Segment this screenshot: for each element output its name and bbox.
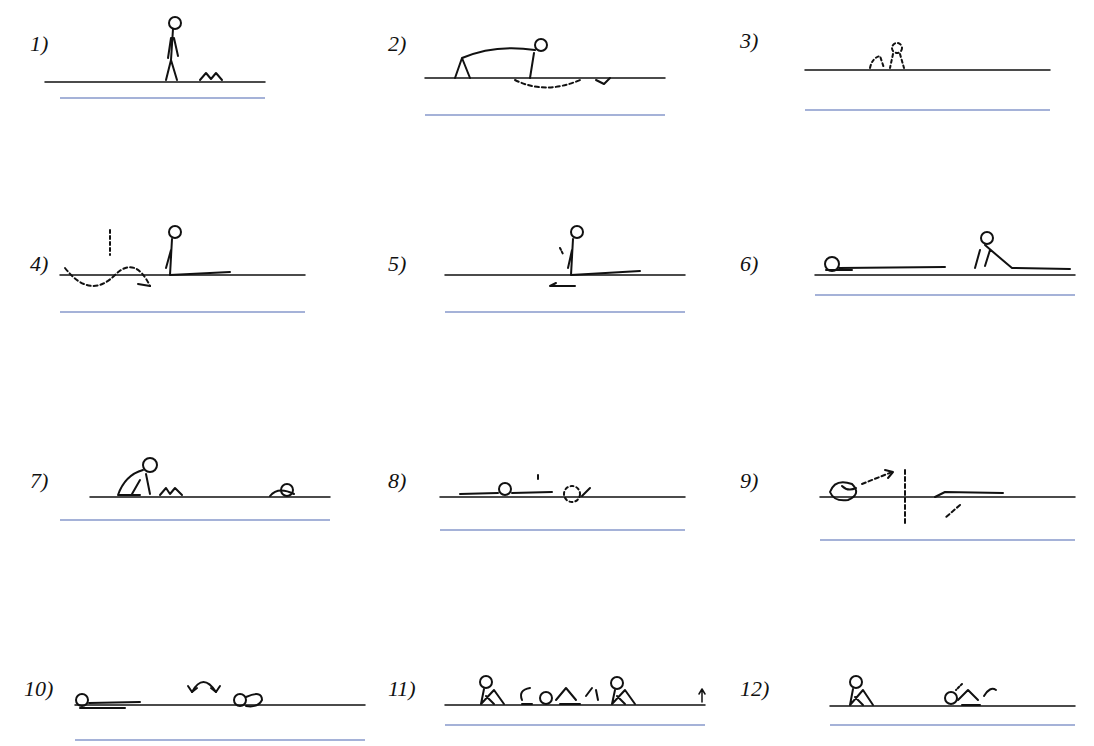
panel-number: 4) xyxy=(30,253,48,275)
panel-number: 5) xyxy=(388,253,406,275)
panel-number: 2) xyxy=(388,33,406,55)
panel-number: 6) xyxy=(740,253,758,275)
panel-number: 11) xyxy=(388,678,416,700)
panel-number: 10) xyxy=(24,678,53,700)
panel-number: 8) xyxy=(388,470,406,492)
panel-number: 12) xyxy=(740,678,769,700)
panel-number: 3) xyxy=(740,30,758,52)
panel-number: 7) xyxy=(30,470,48,492)
panel-number: 1) xyxy=(30,33,48,55)
panel-number: 9) xyxy=(740,470,758,492)
